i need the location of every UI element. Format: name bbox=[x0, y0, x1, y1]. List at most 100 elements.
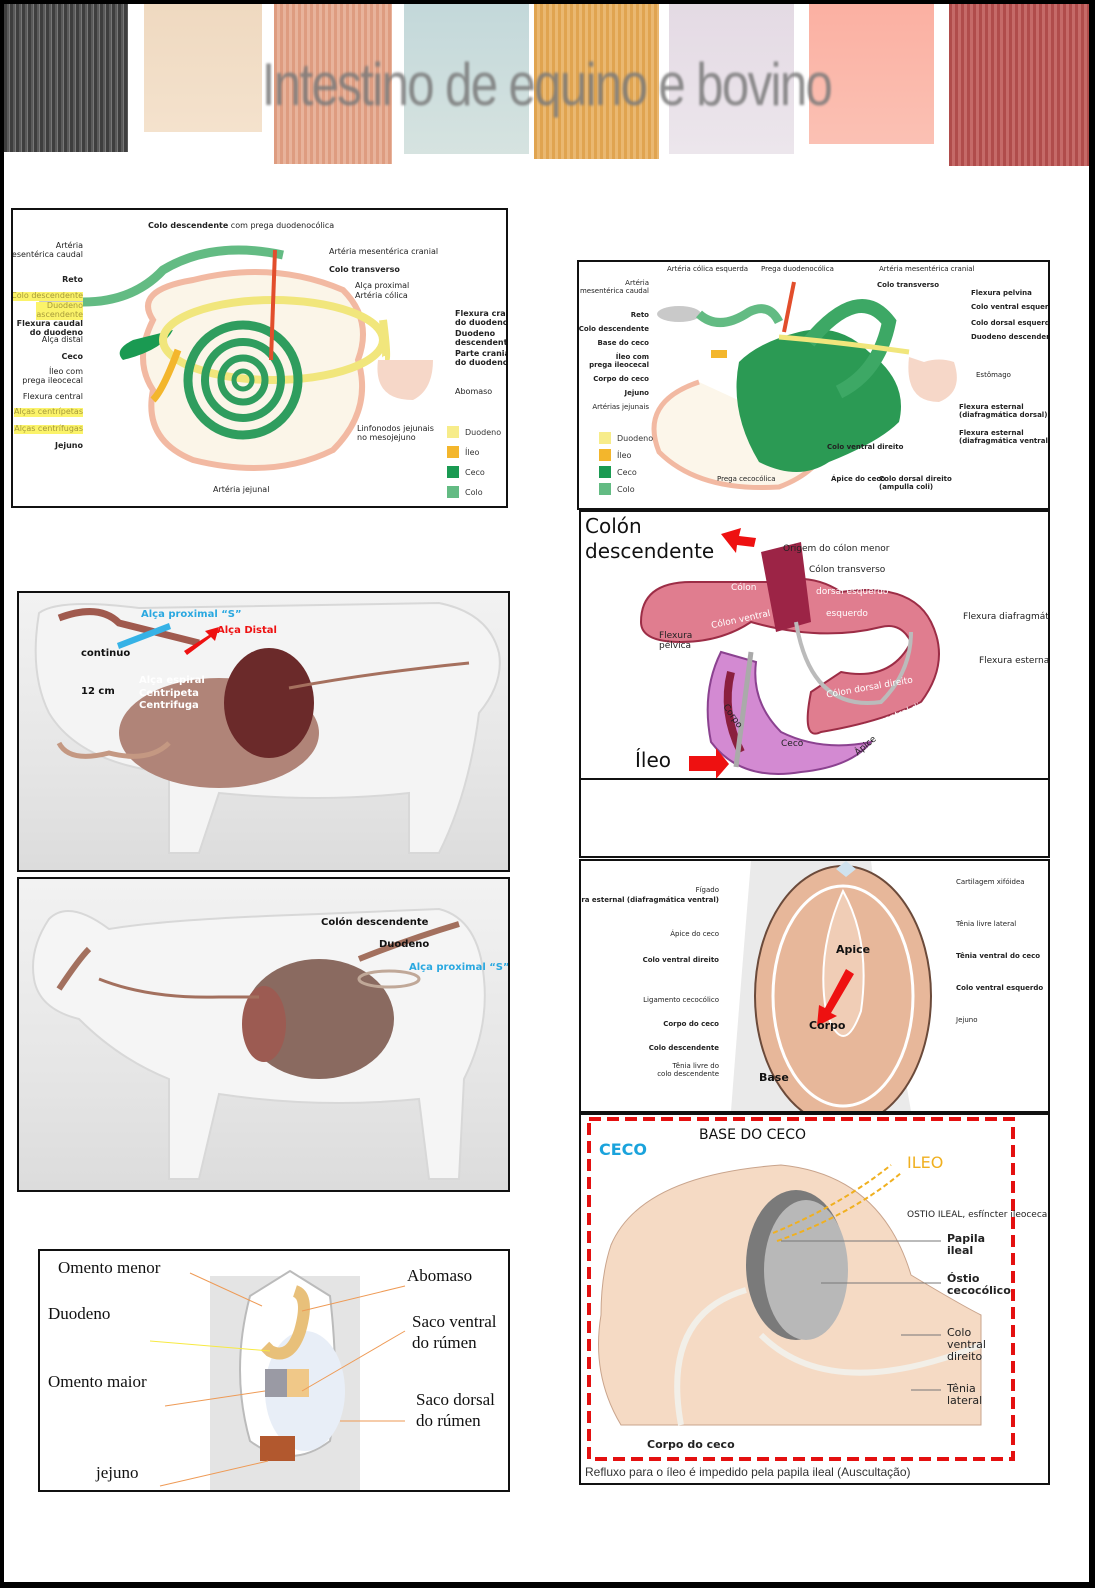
legend-label: Íleo bbox=[617, 450, 632, 460]
bottom-label: Colo dorsal direito (ampulla coli) bbox=[879, 475, 952, 491]
title-line-2: descendente bbox=[585, 539, 715, 563]
apice-annotation: Apice bbox=[836, 943, 871, 956]
caption: Refluxo para o íleo é impedido pela papi… bbox=[585, 1465, 911, 1479]
left-label: Corpo do ceco bbox=[663, 1020, 719, 1028]
right-label: Colo ventral direito bbox=[947, 1326, 986, 1364]
ostio-ileal-label: OSTIO ILEAL, esfíncter ileocecal bbox=[907, 1210, 1050, 1220]
right-label: Flexura pelvina bbox=[971, 289, 1032, 297]
right-label: Linfonodos jejunais no mesojejuno bbox=[357, 424, 434, 442]
ceco-title: CECO bbox=[599, 1140, 648, 1159]
left-label: Jejuno bbox=[54, 441, 83, 450]
continuo-label: continuo bbox=[81, 648, 131, 659]
left-label: Artérias jejunais bbox=[592, 403, 649, 411]
bovine-omentum-diagram: Omento menor Duodeno Omento maior jejuno… bbox=[38, 1249, 510, 1492]
legend-swatch bbox=[599, 466, 611, 478]
top-label: Prega duodenocólica bbox=[761, 265, 834, 273]
legend-item: Ceco bbox=[599, 466, 637, 478]
left-label: Artéria mesentérica caudal bbox=[579, 279, 649, 295]
equine-ventral-view: Apice Corpo Base FígadoFlexura esternal … bbox=[579, 859, 1050, 1113]
top-label: Colo descendente com prega duodenocólica bbox=[148, 221, 335, 230]
size-label: 12 cm bbox=[81, 686, 115, 697]
equine-colon-diagram: Colón descendente Íleo Origem do cólon m… bbox=[579, 510, 1050, 858]
right-label: Papila ileal bbox=[947, 1232, 986, 1258]
legend-label: Duodeno bbox=[617, 433, 654, 443]
jejuno-label: jejuno bbox=[96, 1463, 139, 1482]
esquerdo-label: esquerdo bbox=[826, 609, 868, 619]
left-label: Flexura esternal (diafragmática ventral) bbox=[581, 896, 719, 904]
transverso-label: Cólon transverso bbox=[809, 565, 886, 575]
centrifuga-line: Centrifuga bbox=[139, 700, 199, 711]
legend-label: Ceco bbox=[617, 467, 637, 477]
paint-stroke bbox=[404, 4, 529, 154]
right-label: Jejuno bbox=[956, 1016, 978, 1024]
left-label: Duodeno ascendente bbox=[36, 301, 83, 320]
colon-label: Cólon bbox=[731, 583, 757, 593]
base-do-ceco-label: BASE DO CECO bbox=[699, 1127, 807, 1143]
ceco-closeup: CECO BASE DO CECO ILEO OSTIO ILEAL, esfí… bbox=[579, 1113, 1050, 1485]
title-banner: Intestino de equino e bovino bbox=[4, 4, 1089, 174]
page: Intestino de equino e bovino Colo descen… bbox=[4, 4, 1089, 1582]
paint-stroke bbox=[274, 4, 392, 164]
equine-intestine-diagram: Artéria cólica esquerda Prega duodenocóli… bbox=[577, 260, 1050, 510]
paint-stroke bbox=[534, 4, 659, 159]
paint-stroke bbox=[669, 4, 794, 154]
ileo-label: Íleo bbox=[635, 748, 671, 772]
legend-label: Colo bbox=[617, 484, 635, 494]
legend-label: Colo bbox=[465, 487, 483, 497]
top-label: Artéria cólica esquerda bbox=[667, 265, 749, 273]
omento-menor-label: Omento menor bbox=[58, 1258, 161, 1277]
legend-item: Ceco bbox=[447, 466, 485, 478]
right-label: Colo transverso bbox=[329, 265, 400, 274]
legend-label: Íleo bbox=[465, 447, 480, 457]
right-label: Tênia ventral do ceco bbox=[956, 952, 1041, 960]
cow-3d-view-rumen: Colón descendente Duodeno Alça proximal … bbox=[17, 877, 510, 1192]
legend-label: Ceco bbox=[465, 467, 485, 477]
title-line-1: Colón bbox=[585, 514, 642, 538]
paint-stroke bbox=[4, 4, 128, 152]
right-label: Colo dorsal esquerdo bbox=[971, 319, 1050, 327]
abomaso-label: Abomaso bbox=[407, 1266, 473, 1285]
centripeta-line: Centripeta bbox=[139, 687, 199, 699]
bovine-intestine-diagram: Colo descendente com prega duodenocólica… bbox=[11, 208, 508, 508]
paint-stroke bbox=[809, 4, 934, 144]
right-label: Alça proximal bbox=[355, 281, 410, 290]
saco-dorsal-label: Saco dorsal do rúmen bbox=[416, 1390, 495, 1431]
alca-distal-label: Alça Distal bbox=[217, 625, 277, 636]
divider-line bbox=[581, 778, 1048, 780]
right-label: Óstio cecocólico bbox=[947, 1272, 1011, 1298]
right-label: Flexura esternal (diafragmática ventral) bbox=[959, 429, 1050, 445]
legend-swatch bbox=[447, 446, 459, 458]
legend-swatch bbox=[599, 483, 611, 495]
left-label: Flexura central bbox=[22, 392, 83, 401]
right-label: Abomaso bbox=[455, 387, 493, 396]
left-label: Corpo do ceco bbox=[593, 375, 649, 383]
right-label: Tênia livre lateral bbox=[956, 920, 1017, 928]
right-label: Flexura esternal (diafragmática dorsal) bbox=[959, 403, 1048, 419]
right-label: Tênia lateral bbox=[947, 1382, 983, 1408]
legend-swatch bbox=[447, 426, 459, 438]
bottom-label: Colo ventral direito bbox=[827, 443, 904, 451]
colon-descendente-title: Colón descendente bbox=[585, 514, 714, 564]
corpo-annotation: Corpo bbox=[809, 1019, 846, 1032]
legend-item: Íleo bbox=[447, 446, 479, 458]
corpo-do-ceco-label: Corpo do ceco bbox=[647, 1438, 735, 1451]
alca-espiral-label: Alça espiral Centripeta Centrifuga bbox=[139, 675, 205, 713]
ceco-label: Ceco bbox=[781, 739, 804, 749]
left-label: Colo ventral direito bbox=[642, 956, 719, 964]
left-label: Reto bbox=[630, 311, 649, 319]
right-label: Duodeno descendente bbox=[455, 329, 508, 347]
colon-descendente-label: Colón descendente bbox=[321, 917, 429, 928]
espiral-line: Alça espiral bbox=[139, 675, 205, 686]
omentum-illustration bbox=[149, 1269, 406, 1490]
legend-swatch bbox=[447, 486, 459, 498]
left-label: Colo descendente bbox=[578, 325, 649, 333]
right-label: Colo transverso bbox=[877, 281, 940, 289]
paint-stroke bbox=[144, 4, 262, 132]
omento-maior-label: Omento maior bbox=[48, 1372, 147, 1391]
alca-proximal-label: Alça proximal “S” bbox=[409, 962, 510, 973]
duodeno-label: Duodeno bbox=[379, 939, 430, 950]
left-label: Colo descendente bbox=[648, 1044, 719, 1052]
right-label: Estômago bbox=[976, 371, 1011, 379]
bottom-label: Artéria jejunal bbox=[213, 485, 270, 494]
legend-swatch bbox=[599, 449, 611, 461]
